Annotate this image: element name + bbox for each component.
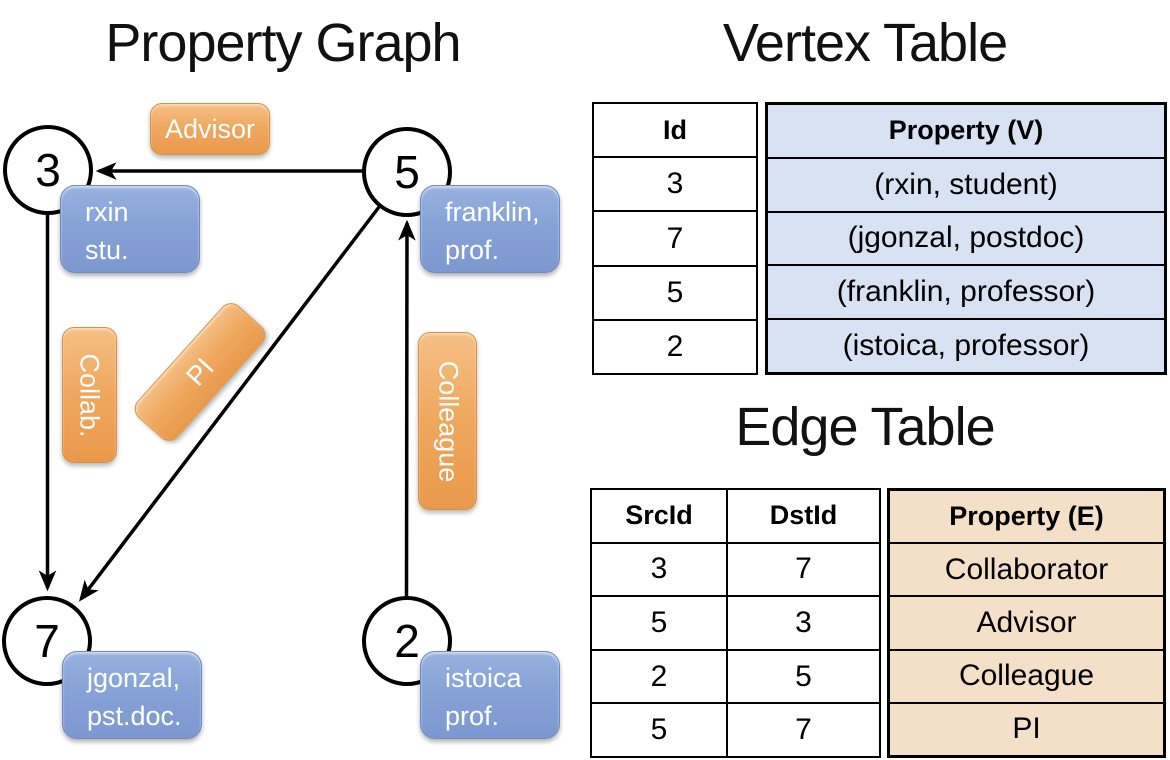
edge-table-row: 3 7	[592, 541, 879, 596]
vertex-table-id-column: Id 3 7 5 2	[592, 102, 758, 375]
vertex-id-header: Id	[663, 114, 687, 145]
edge-property-cell: Collaborator	[890, 542, 1163, 595]
property-graph-title: Property Graph	[105, 13, 461, 73]
vertex-label-line: pst.doc.	[87, 701, 182, 731]
edge-table-row: 5 3	[592, 595, 879, 649]
vertex-property-header: Property (V)	[888, 115, 1044, 146]
edge-dst-cell: 7	[726, 543, 879, 596]
node-id: 3	[35, 144, 61, 196]
edge-arrow-5-to-7	[79, 205, 381, 602]
vertex-id-cell: 5	[594, 264, 756, 319]
edge-src-cell: 3	[650, 552, 668, 586]
vertex-label-line: rxin	[85, 197, 129, 227]
node-id: 5	[394, 146, 420, 198]
edge-table-row: 2 5	[592, 648, 879, 703]
edge-src-cell: 5	[650, 713, 668, 747]
edge-table-title: Edge Table	[735, 397, 995, 457]
node-id: 7	[34, 615, 60, 667]
edge-label-text: PI	[179, 352, 220, 392]
vertex-property-cell: (istoica, professor)	[768, 318, 1164, 372]
vertex-label-franklin: franklin, prof.	[420, 185, 560, 273]
vertex-id-cell: 2	[594, 318, 756, 373]
node-id: 2	[394, 615, 420, 667]
vertex-label-istoica: istoica prof.	[420, 651, 560, 739]
edge-table-src-dst-columns: SrcId DstId 3 7 5 3 2 5 5 7	[590, 488, 881, 758]
edge-table-property-column: Property (E) Collaborator Advisor Collea…	[887, 488, 1166, 758]
edge-table-row: 5 7	[592, 702, 879, 756]
vertex-label-line: franklin,	[445, 197, 540, 227]
edge-dst-cell: 3	[726, 597, 879, 649]
edge-label-colleague: Colleague	[418, 332, 477, 510]
edge-property-header: Property (E)	[949, 501, 1104, 532]
edge-dst-cell: 5	[726, 650, 879, 703]
edge-arrow-2-to-5	[398, 219, 416, 597]
vertex-label-line: prof.	[445, 235, 500, 265]
edge-property-cell: Colleague	[890, 648, 1163, 702]
edge-label-text: Colleague	[433, 360, 463, 482]
vertex-table-title: Vertex Table	[722, 13, 1008, 73]
edge-label-advisor: Advisor	[150, 103, 270, 155]
vertex-label-rxin: rxin stu.	[60, 185, 200, 273]
edge-label-collab: Collab.	[62, 327, 117, 463]
edge-src-cell: 5	[650, 605, 668, 639]
vertex-label-line: jgonzal,	[87, 663, 181, 693]
edge-table-header-row: SrcId DstId	[592, 490, 879, 542]
vertex-label-jgonzal: jgonzal, pst.doc.	[62, 651, 202, 739]
edge-property-cell: Advisor	[890, 595, 1163, 648]
vertex-property-cell: (jgonzal, postdoc)	[768, 210, 1164, 265]
vertex-label-line: stu.	[85, 235, 129, 265]
vertex-property-cell: (rxin, student)	[768, 156, 1164, 211]
graph-edges-layer	[38, 162, 416, 602]
edge-label-text: Collab.	[75, 352, 106, 438]
vertex-label-line: prof.	[445, 701, 500, 731]
edge-dst-cell: 7	[726, 704, 879, 756]
node-circle-2: 2	[362, 596, 452, 686]
vertex-id-cell: 7	[594, 210, 756, 264]
edge-src-header: SrcId	[625, 500, 693, 531]
edge-label-text: Advisor	[164, 113, 256, 144]
edge-src-cell: 2	[650, 659, 668, 693]
edge-property-cell: PI	[890, 701, 1163, 755]
edge-dst-header: DstId	[726, 490, 879, 542]
node-circle-5: 5	[362, 127, 452, 217]
vertex-property-cell: (franklin, professor)	[768, 264, 1164, 318]
vertex-table-property-column: Property (V) (rxin, student) (jgonzal, p…	[765, 102, 1167, 375]
vertex-id-cell: 3	[594, 156, 756, 210]
vertex-label-line: istoica	[445, 663, 522, 693]
